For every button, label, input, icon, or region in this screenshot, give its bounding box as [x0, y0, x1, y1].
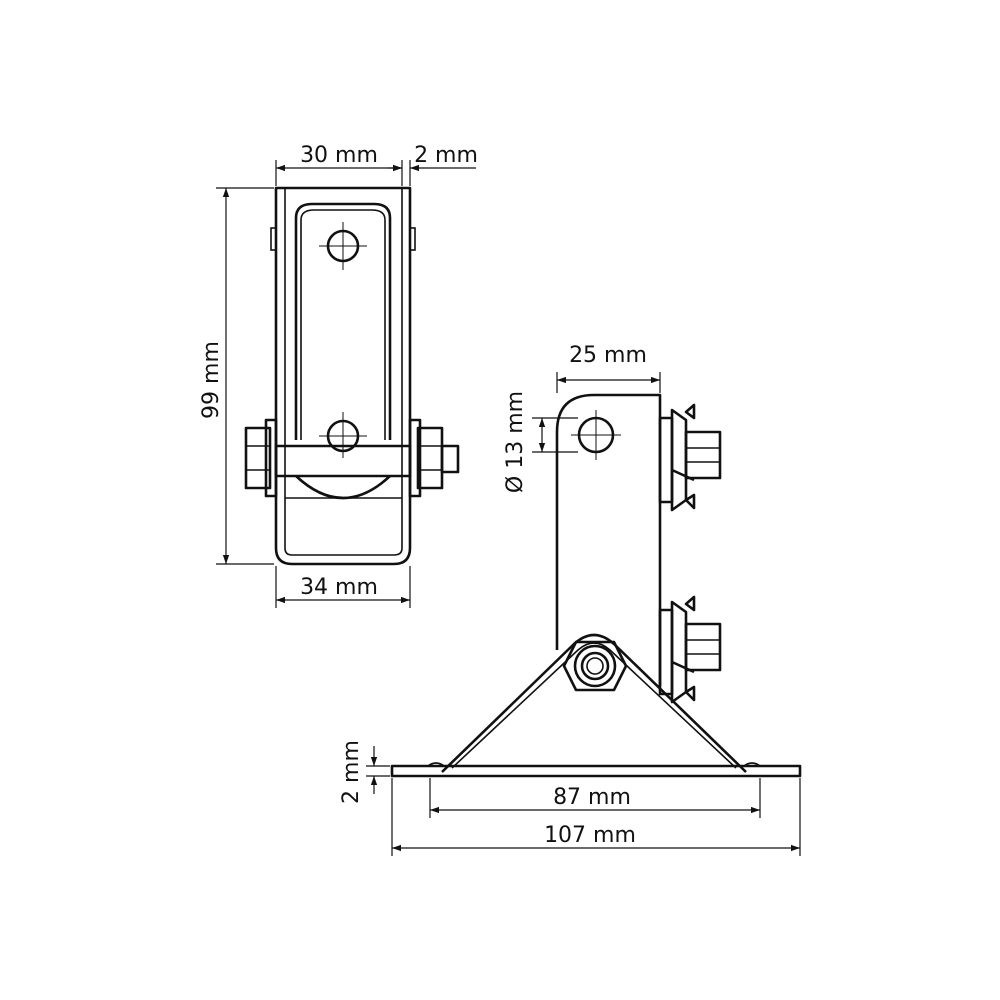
side-clamp-lower: [658, 595, 722, 704]
front-bracket-plate: [294, 202, 392, 440]
front-bolt-shaft: [274, 444, 412, 478]
front-pin-left: [270, 227, 277, 251]
dim-107-label: 107 mm: [544, 823, 636, 848]
dim-30-label: 30 mm: [300, 143, 378, 168]
dim-87-label: 87 mm: [553, 785, 631, 810]
front-hole-top-centerline: [319, 222, 367, 270]
front-channel-inner: [284, 188, 403, 556]
dim-25-label: 25 mm: [569, 343, 647, 368]
front-bolt-head: [244, 426, 272, 490]
side-nut: [562, 640, 628, 692]
dim-13-label: Ø 13 mm: [503, 391, 528, 493]
front-channel-outer: [274, 186, 412, 566]
front-bracket-plate-inner: [300, 209, 386, 440]
front-pin-right: [409, 227, 416, 251]
front-view: 30 mm 2 mm 99 mm 34 mm: [199, 143, 478, 608]
front-clamp-shoe: [295, 475, 391, 500]
dim-34-label: 34 mm: [300, 575, 378, 600]
front-nut: [416, 426, 444, 490]
dim-99-label: 99 mm: [199, 341, 224, 419]
dim-2-base-label: 2 mm: [339, 740, 364, 804]
side-base-plate: [390, 764, 802, 778]
side-post: [555, 393, 662, 686]
front-hole-bottom-centerline: [319, 412, 367, 458]
front-bolt-end: [440, 444, 460, 474]
side-view: 25 mm Ø 13 mm 2 mm 87 mm 107 mm: [339, 343, 802, 856]
dim-2-top-label: 2 mm: [414, 143, 478, 168]
side-clamp-upper: [658, 403, 722, 512]
side-gusset: [441, 633, 747, 773]
